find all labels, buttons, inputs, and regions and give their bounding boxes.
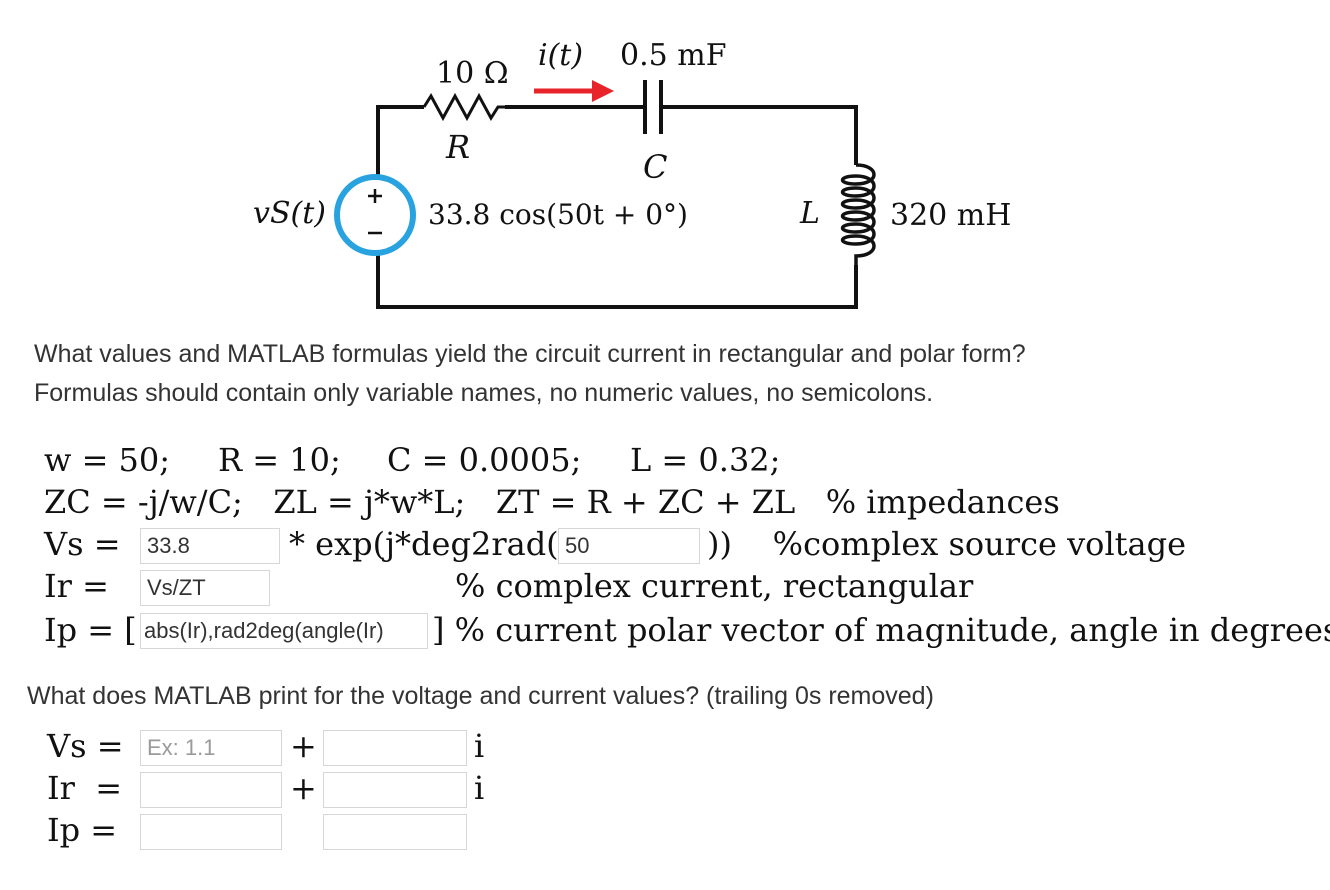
code-l: L = 0.32; [630,441,781,479]
inductor-name-label: L [800,196,820,231]
ip-angle-input[interactable] [323,814,467,850]
wire-left-top [376,105,424,175]
code-ip-prefix: Ip = [ [44,611,137,649]
vs-imag-input[interactable] [323,730,467,766]
code-w: w = 50; [44,441,171,479]
code-vs-suffix: )) %complex source voltage [707,525,1187,563]
source-expression: 33.8 cos(50t + 0°) [428,198,688,231]
vs-angle-input[interactable]: 50 [558,528,700,564]
vs-imag-unit: i [474,727,485,765]
inductor-value-label: 320 mH [890,198,1012,233]
vs-plus-sign: + [290,727,317,765]
capacitor-name-label: C [643,148,668,186]
code-ip-suffix: ] % current polar vector of magnitude, a… [432,611,1330,649]
ir-plus-sign: + [290,769,317,807]
resistor-name-label: R [446,128,471,166]
code-impedances: ZC = -j/w/C; ZL = j*w*L; ZT = R + ZC + Z… [44,483,1060,521]
ir-imag-input[interactable] [323,772,467,808]
ip-formula-input[interactable]: abs(Ir),rad2deg(angle(Ir) [140,613,428,649]
code-r: R = 10; [218,441,341,479]
wire-top-right [661,105,858,165]
question-line-1: What values and MATLAB formulas yield th… [34,340,1026,368]
vs-real-input[interactable]: Ex: 1.1 [140,730,282,766]
code-ir-suffix: % complex current, rectangular [455,567,974,605]
capacitor-symbol [643,80,663,134]
code-ir-prefix: Ir = [44,567,109,605]
resistor-value-label: 10 Ω [436,56,509,91]
code-vs-prefix: Vs = [44,525,121,563]
answer-ip-label: Ip = [47,811,118,849]
inductor-symbol [840,163,876,265]
vs-magnitude-input[interactable]: 33.8 [140,528,280,564]
source-polarity [368,189,382,235]
current-arrow [534,80,614,102]
resistor-symbol [422,92,505,122]
ir-formula-input[interactable]: Vs/ZT [140,570,270,606]
circuit-diagram [334,80,876,309]
voltage-source-symbol [334,174,416,256]
wire-right-bottom [376,255,858,309]
ip-magnitude-input[interactable] [140,814,282,850]
answer-ir-label: Ir = [47,769,123,807]
circuit-wires [376,105,858,309]
ir-real-input[interactable] [140,772,282,808]
source-label: vS(t) [253,196,326,231]
code-vs-mid: * exp(j*deg2rad( [289,525,559,563]
capacitor-value-label: 0.5 mF [620,38,727,73]
question-line-2: Formulas should contain only variable na… [34,379,934,407]
code-c: C = 0.0005; [387,441,582,479]
current-label: i(t) [538,38,584,73]
ir-imag-unit: i [474,769,485,807]
question-2-text: What does MATLAB print for the voltage a… [27,682,934,710]
answer-vs-label: Vs = [47,727,124,765]
